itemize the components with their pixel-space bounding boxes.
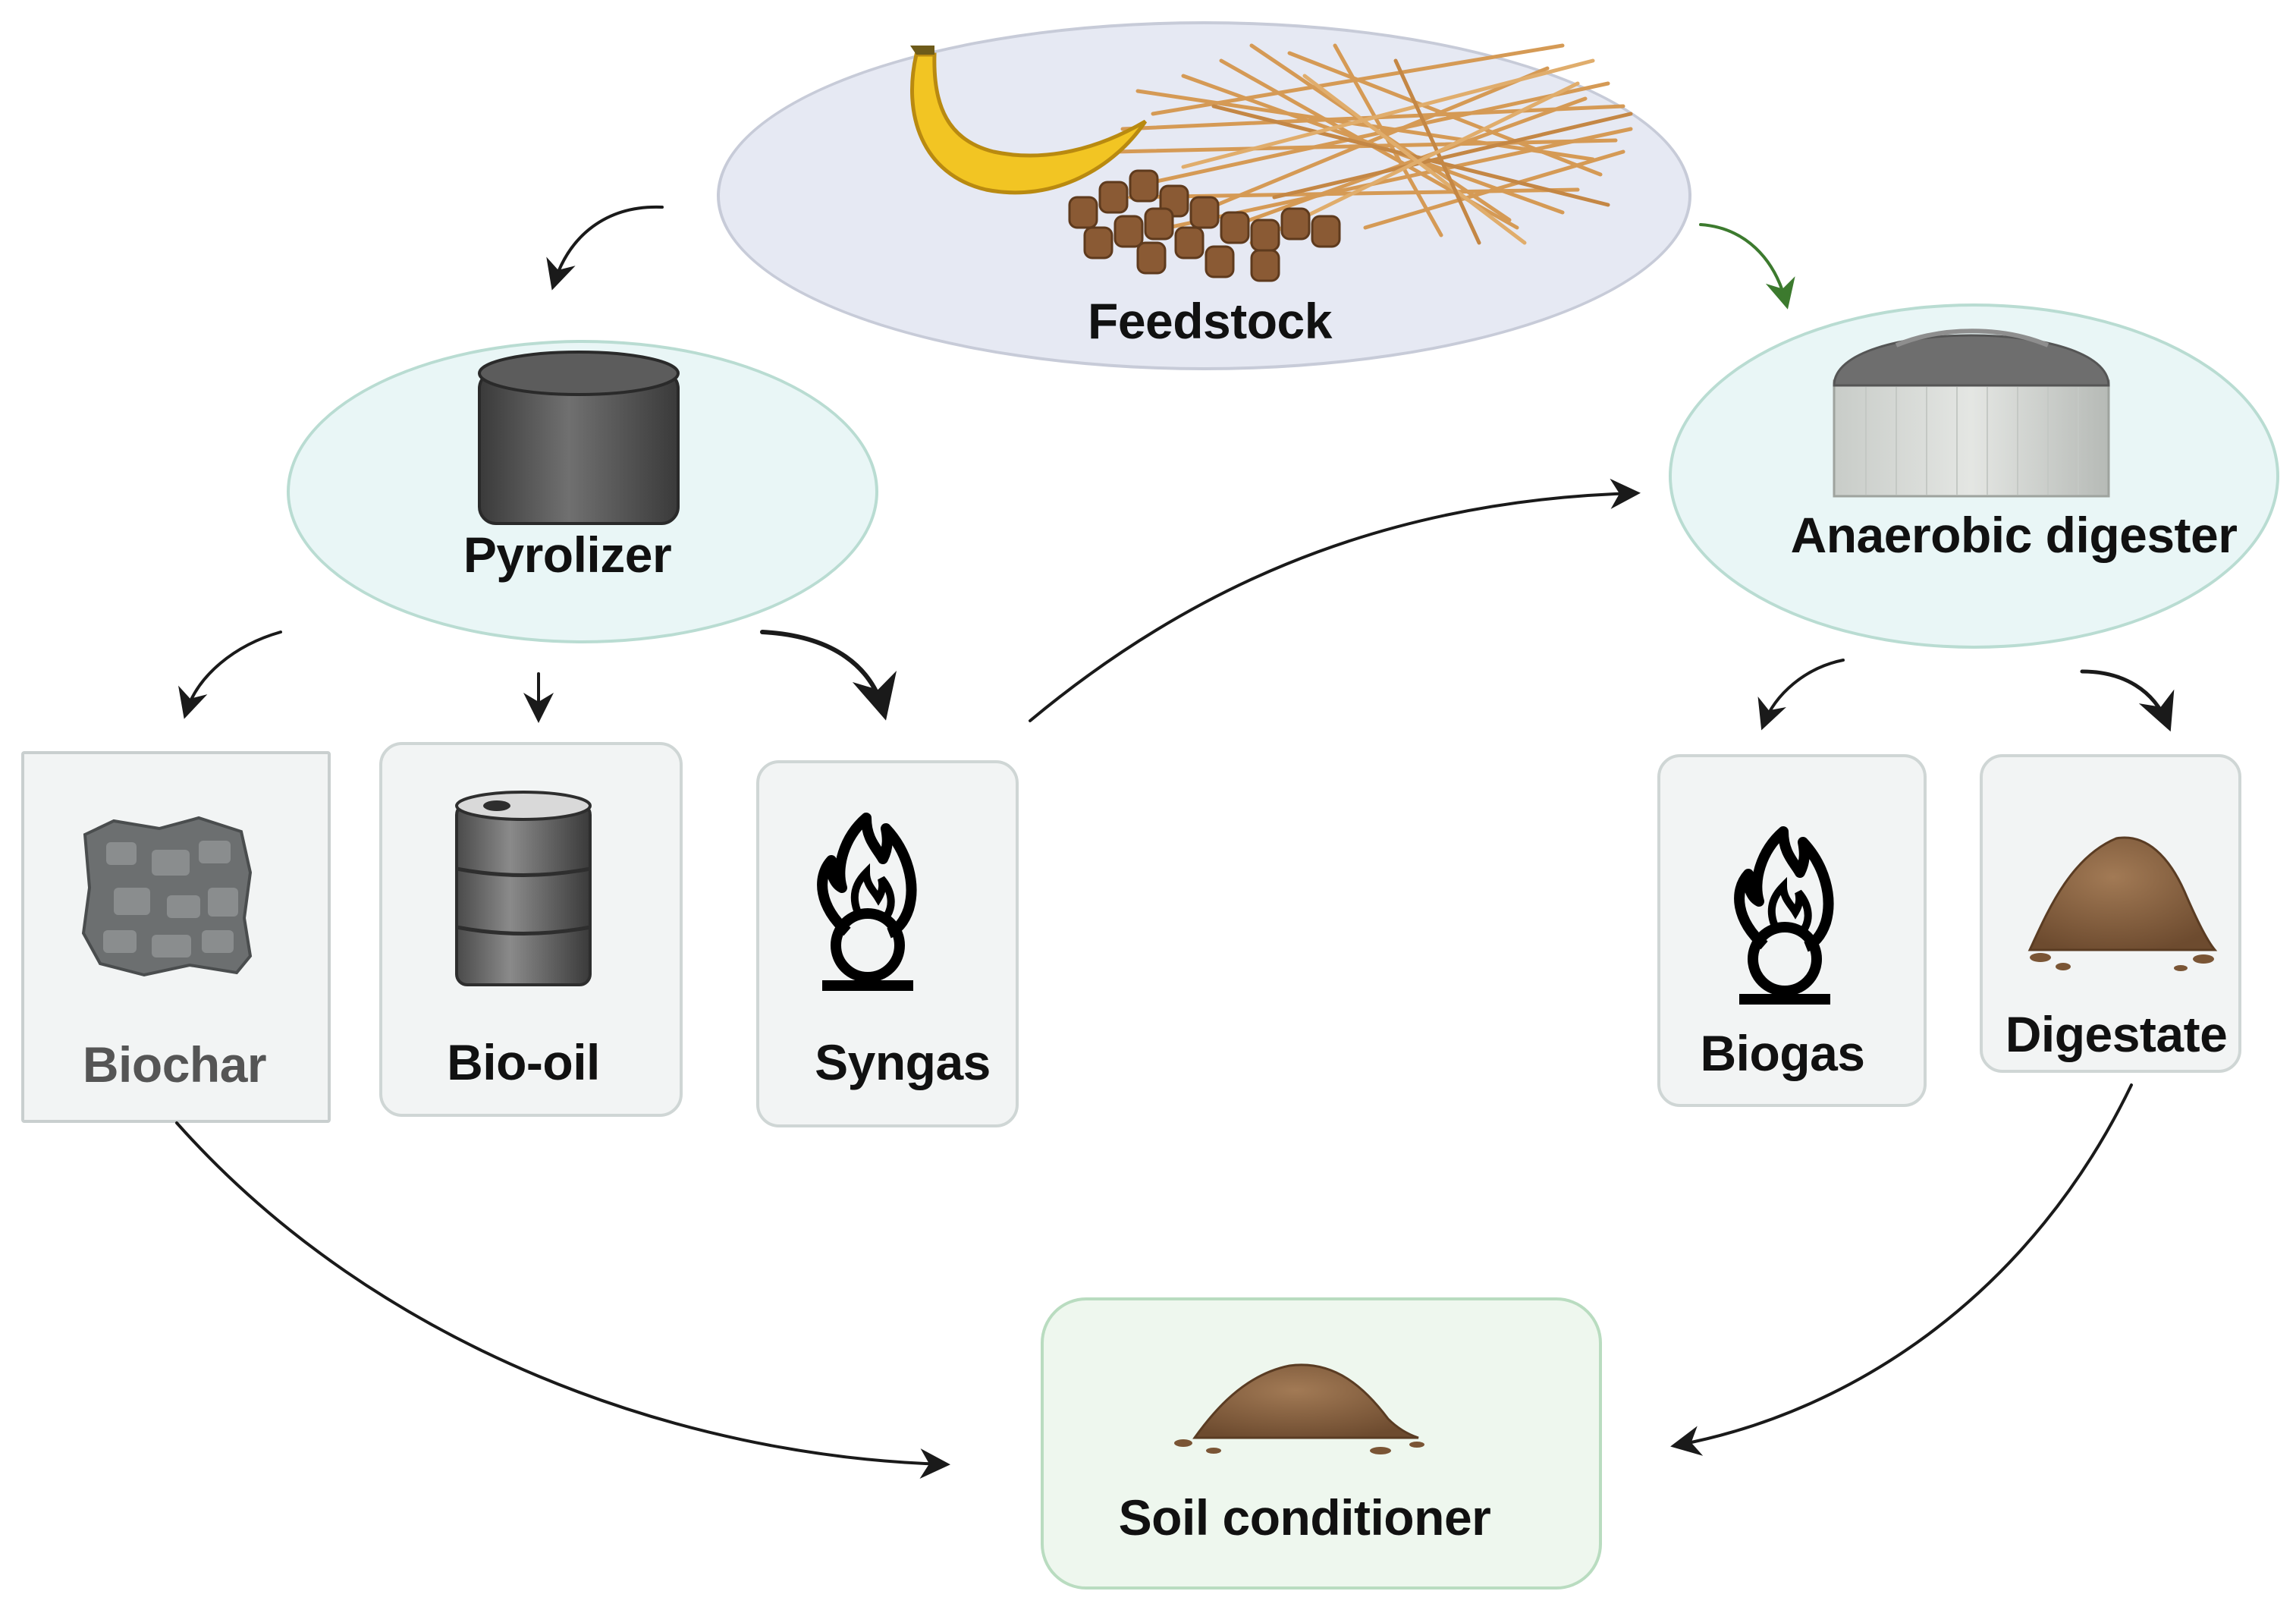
pyrolizer-label: Pyrolizer: [463, 527, 672, 583]
charcoal-icon: [81, 816, 253, 977]
soil-conditioner-node: [1041, 1297, 1602, 1590]
arrow-feedstock-to-pyrolizer: [546, 205, 664, 291]
oil-barrel-icon: [455, 791, 592, 986]
arrow-pyrolizer-to-syngas: [760, 630, 897, 721]
bio-oil-label: Bio-oil: [447, 1034, 600, 1090]
arrow-digester-to-biogas: [1757, 659, 1845, 731]
reactor-drum-icon: [478, 351, 680, 525]
banana-icon: [910, 46, 1148, 195]
biogas-label: Biogas: [1700, 1025, 1865, 1081]
syngas-node: [756, 760, 1019, 1127]
digester-tank-icon: [1833, 329, 2110, 498]
syngas-label: Syngas: [815, 1034, 991, 1090]
flame-over-circle-icon: [1734, 826, 1834, 1005]
arrow-pyrolizer-to-biochar: [178, 630, 282, 719]
soil-conditioner-label: Soil conditioner: [1118, 1489, 1491, 1546]
biochar-label: Biochar: [82, 1036, 267, 1093]
arrow-feedstock-to-digester: [1699, 223, 1795, 310]
flame-over-circle-icon: [817, 813, 917, 991]
arrow-digestate-to-soil: [1670, 1083, 2133, 1456]
digestate-node: [1980, 754, 2241, 1073]
feedstock-label: Feedstock: [1088, 293, 1332, 349]
anaerobic-digester-label: Anaerobic digester: [1790, 507, 2238, 563]
arrow-biochar-to-soil: [175, 1121, 950, 1480]
straw-icon: [1113, 43, 1633, 245]
soil-pile-icon: [2027, 836, 2218, 971]
pellets-icon: [1068, 169, 1341, 282]
arrow-syngas-to-digester: [1029, 478, 1641, 722]
digestate-label: Digestate: [2005, 1006, 2228, 1062]
soil-pile-icon: [1174, 1363, 1424, 1454]
arrow-digester-to-digestate: [2080, 669, 2175, 732]
